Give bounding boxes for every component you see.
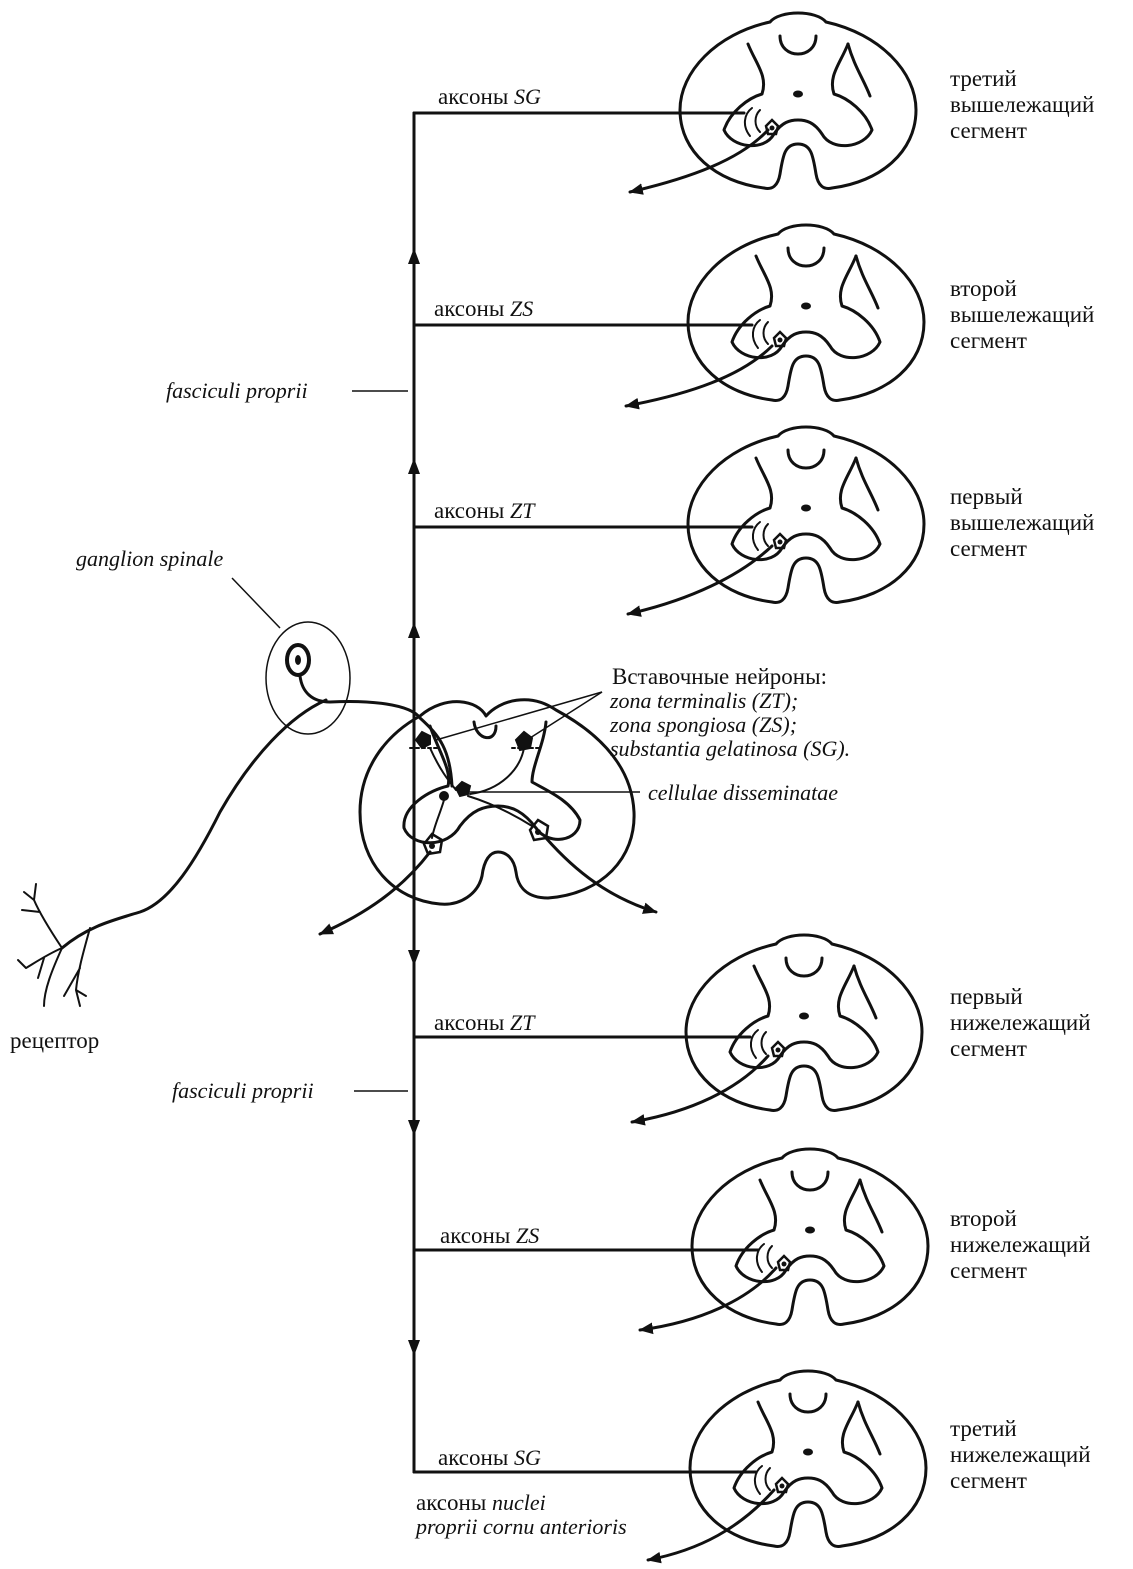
fasciculi-lower-callout: fasciculi proprii [172,1078,408,1103]
motor-axon-arrow [624,344,774,410]
internal-axon [431,799,445,839]
receptor-endings [17,947,63,979]
zt-caption: zona terminalis (ZT); [609,688,798,713]
fasciculi-upper-label: fasciculi proprii [166,378,308,403]
spinal-cord-segment [686,425,926,604]
segment-label-line1: третий [950,1416,1017,1441]
motor-output-left [318,850,432,936]
segment-label-line3: сегмент [950,118,1027,143]
segment-label-line2: нижележащий [950,1010,1091,1035]
interneurons-callout: Вставочные нейроны: zona terminalis (ZT)… [435,664,850,761]
central-process [298,674,454,788]
segment-label-line3: сегмент [950,1036,1027,1061]
zs-caption: zona spongiosa (ZS); [609,712,797,737]
neuron-nucleus [535,829,541,835]
segment-label-line2: вышележащий [950,302,1094,327]
segment-label-line3: сегмент [950,1258,1027,1283]
motor-axon-arrow [646,1488,776,1564]
fasciculi-lower-label: fasciculi proprii [172,1078,314,1103]
segment-label-line1: второй [950,276,1017,301]
fasciculi-upper-callout: fasciculi proprii [166,378,408,403]
anterior-axons-line2: proprii cornu anterioris [414,1514,627,1539]
internal-axon [467,795,533,827]
trunk-arrow-up [408,248,420,264]
axon-label: аксоны ZS [434,296,533,321]
interneurons-leader-right [529,691,603,739]
segment-label-line1: второй [950,1206,1017,1231]
neuron-soma [439,791,449,801]
segment-second-upper: аксоны ZS второй вышележащий сегмент [412,223,1094,410]
motor-axon-arrow [628,128,770,195]
segment-label-line1: первый [950,484,1023,509]
spinal-cord-segment [690,1147,930,1326]
disseminatae-callout: cellulae disseminatae [466,780,838,805]
segment-label-line1: первый [950,984,1023,1009]
trunk-arrow-up [408,458,420,474]
disseminatae-neuron [454,780,472,798]
spinal-cord-segment [684,933,924,1112]
spinal-cord-segment [686,223,926,402]
central-spinal-cord [318,698,658,936]
zt-neuron [414,730,431,750]
interneurons-leader-left [435,691,603,741]
ganglion-cell-body [285,643,311,677]
ganglion-label: ganglion spinale [76,546,224,571]
anterior-right-neuron [528,818,550,842]
dorsal-notch [472,720,498,739]
segment-third-lower: аксоны SG третий нижележащий сегмент [412,1369,1091,1564]
segment-first-upper: аксоны ZT первый вышележащий сегмент [412,425,1094,617]
anterior-axons-line1: аксоны nuclei [416,1490,546,1515]
spinal-cord-segment [688,1369,928,1548]
segment-label-line1: третий [950,66,1017,91]
trunk-arrow-down [408,1120,420,1136]
axon-label: аксоны ZT [434,498,536,523]
receptor: рецептор [10,698,328,1053]
internal-axon [429,747,457,791]
segment-label-line3: сегмент [950,328,1027,353]
receptor-label: рецептор [10,1028,99,1053]
segment-third-upper: аксоны SG третий вышележащий сегмент [412,11,1094,195]
anterior-left-neuron [422,832,444,856]
anterior-axons-caption: аксоны nuclei proprii cornu anterioris [414,1490,627,1539]
receptor-endings [43,947,63,1007]
spinal-ganglion: ganglion spinale [76,546,454,788]
receptor-endings [21,883,63,949]
segment-label-line3: сегмент [950,536,1027,561]
segment-label-line2: вышележащий [950,510,1094,535]
axon-label: аксоны ZT [434,1010,536,1035]
ganglion-capsule [265,621,351,735]
segment-label-line3: сегмент [950,1468,1027,1493]
neuron-nucleus [429,843,435,849]
spinal-cord-segment [678,11,918,190]
interneurons-title: Вставочные нейроны: [612,664,827,689]
motor-axon-arrow [630,1054,770,1126]
segment-second-lower: аксоны ZS второй нижележащий сегмент [412,1147,1091,1335]
axon-label: аксоны SG [438,1445,541,1470]
sg-caption: substantia gelatinosa (SG). [610,736,850,761]
internal-axon [469,747,525,795]
axon-label: аксоны ZS [440,1223,539,1248]
trunk-arrow-down [408,950,420,966]
ganglion-nucleus [295,655,301,665]
segment-label-line2: нижележащий [950,1442,1091,1467]
peripheral-process [60,698,328,950]
segment-label-line2: вышележащий [950,92,1094,117]
motor-axon-arrow [626,544,774,617]
receptor-endings [63,927,91,1007]
trunk-arrow-down [408,1340,420,1356]
ganglion-leader-line [231,577,281,629]
segment-label-line2: нижележащий [950,1232,1091,1257]
axon-label: аксоны SG [438,84,541,109]
segment-first-lower: аксоны ZT первый нижележащий сегмент [412,933,1091,1126]
trunk-arrow-up [408,622,420,638]
motor-axon-arrow [638,1266,778,1335]
central-cord-outline [358,698,636,906]
motor-output-right [544,836,658,914]
disseminatae-label: cellulae disseminatae [648,780,838,805]
